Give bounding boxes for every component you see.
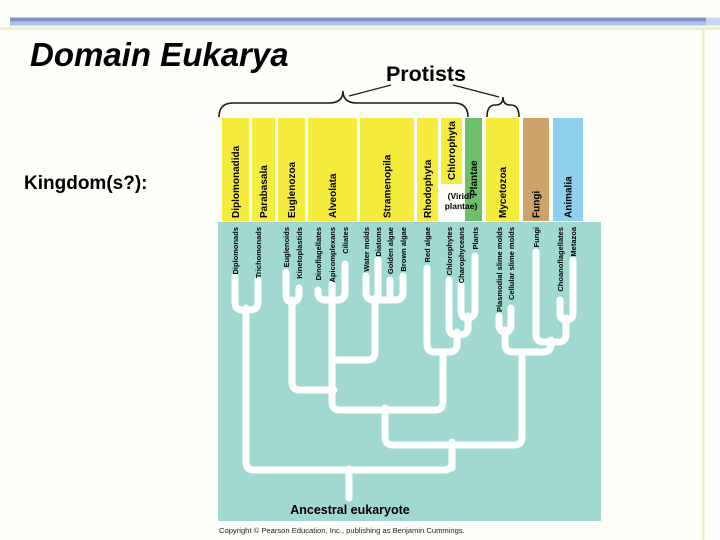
group-label-alveolata: Alveolata <box>328 173 339 218</box>
tip-label-fungi: Fungi <box>532 227 541 247</box>
header-bar-light <box>10 21 706 26</box>
tree-branch-20 <box>532 248 570 346</box>
protists-pointer-right <box>452 84 500 98</box>
tip-label-plants: Plants <box>471 227 480 250</box>
tree-branch-4 <box>288 296 338 394</box>
tip-label-kinetoplastids: Kinetoplastids <box>295 227 304 279</box>
protists-braces <box>218 84 520 118</box>
tip-label-plasmodial-slime-molds: Plasmodial slime molds <box>495 227 504 312</box>
viridiplantae-note-line2: plantae) <box>445 201 478 211</box>
group-box-chlorophyta <box>441 118 462 184</box>
tip-label-brown-algae: Brown algae <box>399 227 408 272</box>
tree-panel-background <box>218 222 601 521</box>
tip-label-trichomonads: Trichomonads <box>254 227 263 278</box>
viridiplantae-note-line1: (Viridi- <box>448 191 475 201</box>
group-header-boxes: Diplomonadida Parabasala Euglenozoa Alveola… <box>222 118 583 221</box>
protists-brace-small <box>486 96 520 118</box>
tip-label-red-algae: Red algae <box>423 227 432 262</box>
group-label-mycetozoa: Mycetozoa <box>498 166 509 218</box>
tree-branch-7 <box>362 272 407 304</box>
protists-label: Protists <box>386 62 466 86</box>
accent-line-horizontal <box>0 27 720 30</box>
group-box-euglenozoa <box>278 118 305 221</box>
tip-label-golden-algae: Golden algae <box>386 227 395 274</box>
group-label-stramenopila: Stramenopila <box>383 154 394 218</box>
group-box-fungi <box>523 118 549 221</box>
tip-label-euglenoids: Euglenoids <box>282 227 291 267</box>
group-label-plantae: Plantae <box>469 160 480 196</box>
tip-label-cellular-slime-molds: Cellular slime molds <box>507 227 516 300</box>
group-label-animalia: Animalia <box>564 176 575 218</box>
group-box-alveolata <box>308 118 357 221</box>
page-title: Domain Eukarya <box>30 36 289 73</box>
group-label-chlorophyta: Chlorophyta <box>447 121 458 180</box>
group-box-diplomonadida <box>222 118 249 221</box>
tip-label-water-molds: Water molds <box>362 227 371 272</box>
header-bar-dark <box>10 17 706 22</box>
tip-label-dinoflagellates: Dinoflagellates <box>314 227 323 280</box>
tip-label-diatoms: Diatoms <box>374 227 383 257</box>
group-label-parabasala: Parabasala <box>259 165 270 218</box>
group-box-stramenopila <box>360 118 414 221</box>
phylogenetic-tree-branches <box>231 248 577 502</box>
tip-label-diplomonads: Diplomonads <box>231 227 240 275</box>
group-label-rhodophyta: Rhodophyta <box>423 159 434 218</box>
tree-branch-19 <box>501 326 555 356</box>
group-label-fungi: Fungi <box>532 191 543 218</box>
ancestral-eukaryote-label: Ancestral eukaryote <box>290 503 410 517</box>
group-label-diplomonadida: Diplomonadida <box>231 145 242 218</box>
tree-branch-10 <box>330 294 379 364</box>
top-accent-bars <box>0 17 720 540</box>
protists-pointer-left <box>348 84 392 97</box>
copyright-text: Copyright © Pearson Education, Inc., pub… <box>219 526 465 535</box>
tip-label-apicomplexans: Apicomplexans <box>328 227 337 282</box>
tip-label-metazoa: Metazoa <box>569 226 578 256</box>
group-box-plantae <box>465 118 482 221</box>
group-label-euglenozoa: Euglenozoa <box>287 161 298 218</box>
accent-line-vertical <box>702 29 705 540</box>
protists-brace-large <box>218 90 469 118</box>
group-box-animalia <box>553 118 583 221</box>
group-box-mycetozoa <box>486 118 519 221</box>
tip-label-choanoflagellates: Choanoflagellates <box>556 227 565 292</box>
tip-labels: Diplomonads Trichomonads Euglenoids Kinetop… <box>231 226 578 312</box>
kingdoms-label: Kingdom(s?): <box>24 173 147 194</box>
tip-label-chlorophytes: Chlorophytes <box>445 227 454 275</box>
tip-label-ciliates: Ciliates <box>341 227 350 254</box>
tip-label-charophyceans: Charophyceans <box>457 227 466 283</box>
group-box-rhodophyta <box>417 118 438 221</box>
header-bar-cap <box>706 17 720 26</box>
tree-branch-21 <box>556 256 577 324</box>
group-box-parabasala <box>252 118 275 221</box>
